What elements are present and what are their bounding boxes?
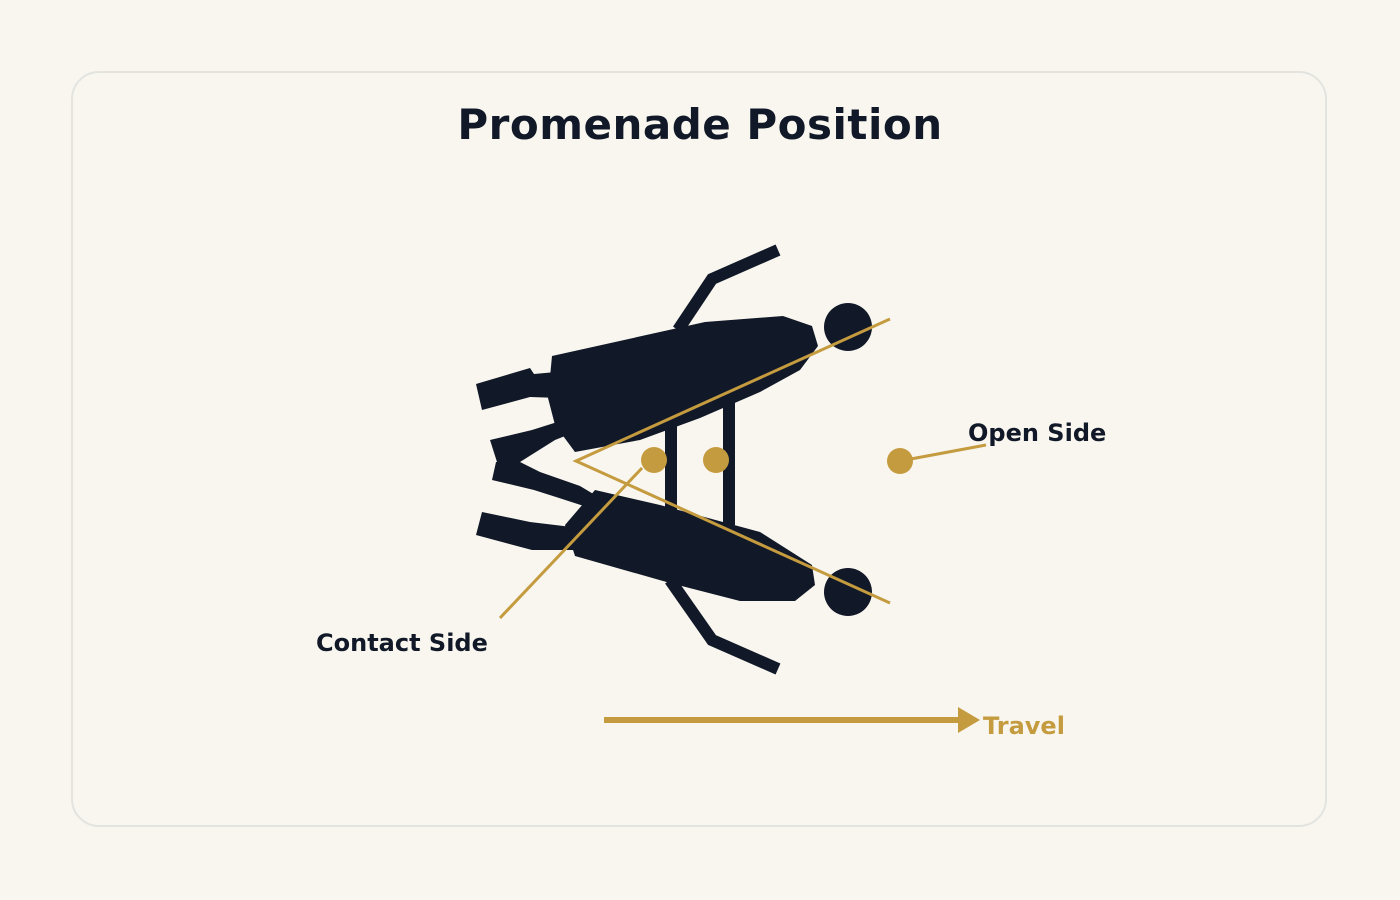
open-side-label: Open Side — [968, 419, 1106, 447]
open-side-point — [887, 448, 913, 474]
open-side-leader — [899, 443, 987, 463]
contact-point-1 — [641, 447, 667, 473]
lower-dancer-lowered-arm — [665, 576, 781, 675]
upper-dancer-raised-arm — [673, 244, 781, 334]
contact-side-label: Contact Side — [316, 629, 488, 657]
contact-side-leader — [498, 466, 644, 620]
contact-point-2 — [703, 447, 729, 473]
upper-dancer-front-leg — [490, 418, 590, 462]
upper-dancer-head — [824, 303, 872, 351]
upper-dancer-back-leg — [476, 368, 560, 410]
travel-label: Travel — [983, 712, 1065, 740]
upper-dancer — [476, 244, 872, 462]
lower-dancer-body — [565, 490, 815, 601]
diagram-card — [71, 71, 1327, 827]
connecting-arm-right — [723, 400, 735, 525]
promenade-v-lines — [572, 317, 891, 605]
lower-dancer — [476, 462, 872, 675]
page-title: Promenade Position — [457, 100, 943, 149]
upper-dancer-body — [548, 316, 818, 452]
travel-arrow-head — [958, 707, 980, 733]
lower-dancer-front-leg — [492, 462, 600, 508]
lower-dancer-back-leg — [476, 512, 582, 550]
connecting-arm-left — [665, 418, 677, 510]
